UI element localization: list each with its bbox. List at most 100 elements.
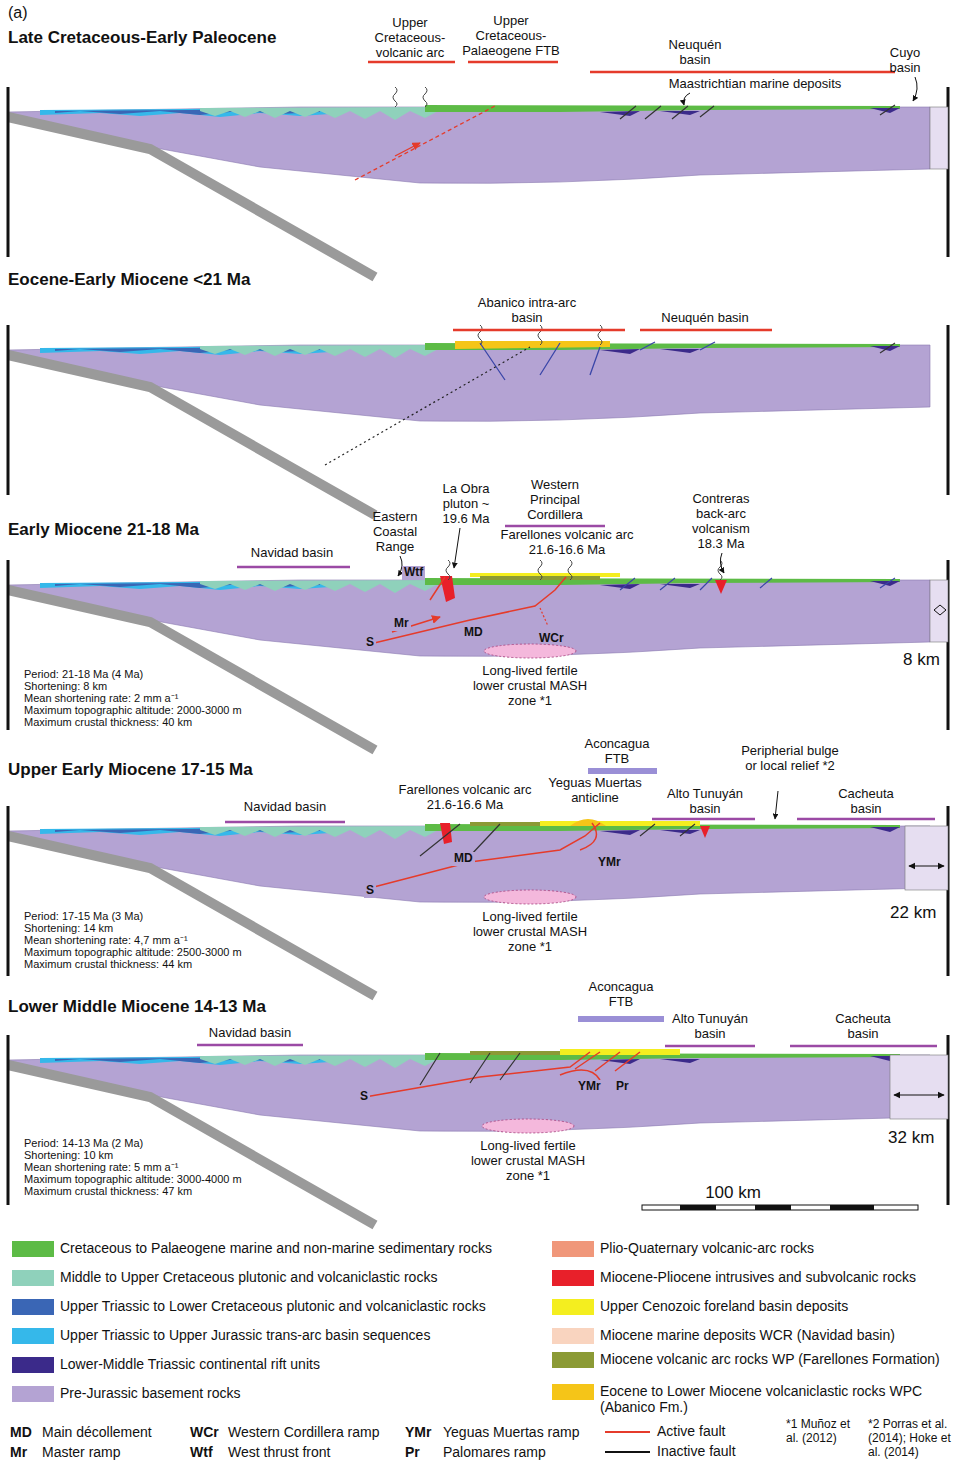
label-text: Early Miocene 21-18 Ma [8, 520, 199, 540]
legend-swatch [552, 1328, 594, 1344]
label-text: Maastrichtian marine deposits [655, 77, 855, 92]
label-text: WCr [190, 1424, 219, 1440]
label-text: Cacheuta basin [823, 1012, 903, 1042]
mash-zone: Long-lived fertile lower crustal MASH zo… [460, 642, 600, 709]
mash-ellipse-shape [482, 1119, 574, 1133]
legend-text: Lower-Middle Triassic continental rift u… [60, 1356, 538, 1372]
label-text: Shortening: 10 km [24, 1149, 113, 1162]
legend-swatch [12, 1299, 54, 1315]
legend-swatch [12, 1328, 54, 1344]
label-text: Maximum crustal thickness: 44 km [24, 958, 192, 971]
label-text: Master ramp [42, 1444, 121, 1460]
label-text: Western Cordillera ramp [228, 1424, 379, 1440]
label-text: *2 Porras et al. (2014); Hoke et al. (20… [868, 1418, 958, 1459]
label-text: Yeguas Muertas ramp [443, 1424, 579, 1440]
label-text: MD [462, 626, 485, 640]
legend-swatch [552, 1352, 594, 1368]
legend-swatch [552, 1270, 594, 1286]
legend-text: Miocene marine deposits WCR (Navidad bas… [600, 1327, 955, 1343]
label-text: S [364, 884, 376, 898]
label-text: Neuquén basin [640, 311, 770, 326]
label-text: Upper Early Miocene 17-15 Ma [8, 760, 253, 780]
label-text: MD [10, 1424, 32, 1440]
label-text: *1 Muñoz et al. (2012) [786, 1418, 864, 1446]
label-text: Period: 17-15 Ma (3 Ma) [24, 910, 143, 923]
label-text: 100 km [683, 1183, 783, 1203]
label-text: Abanico intra-arc basin [475, 296, 580, 326]
legend-text: Pre-Jurassic basement rocks [60, 1385, 538, 1401]
label-text: MD [452, 852, 475, 866]
legend-text: Upper Cenozoic foreland basin deposits [600, 1298, 955, 1314]
label-text: Navidad basin [225, 800, 345, 815]
label-text: 8 km [903, 650, 940, 670]
label-text: Upper Cretaceous- volcanic arc [365, 16, 455, 61]
legend-swatch [12, 1270, 54, 1286]
legend-text: Plio-Quaternary volcanic-arc rocks [600, 1240, 955, 1256]
label-text: Mr [392, 617, 411, 631]
label-text: Cacheuta basin [826, 787, 906, 817]
legend-text: Inactive fault [657, 1443, 736, 1459]
label-text: Main décollement [42, 1424, 152, 1440]
label-text: Mr [10, 1444, 27, 1460]
label-text: Eocene-Early Miocene <21 Ma [8, 270, 250, 290]
legend-text: Eocene to Lower Miocene volcaniclastic r… [600, 1383, 955, 1415]
legend-swatch [12, 1241, 54, 1257]
legend-swatch [552, 1384, 594, 1400]
label-text: Wtf [190, 1444, 213, 1460]
label-text: Navidad basin [232, 546, 352, 561]
mash-label: Long-lived fertile lower crustal MASH zo… [470, 910, 590, 955]
label-text: Aconcagua FTB [577, 737, 657, 767]
label-text: (a) [8, 4, 28, 22]
mash-ellipse-shape [484, 890, 576, 904]
label-text: YMr [596, 856, 623, 870]
legend-text: Active fault [657, 1423, 725, 1439]
label-text: 22 km [890, 903, 936, 923]
section-late-cretaceous [8, 62, 948, 277]
label-text: Contreras back-arc volcanism 18.3 Ma [681, 492, 761, 552]
label-text: Upper Cretaceous- Palaeogene FTB [461, 14, 561, 59]
label-text: 32 km [888, 1128, 934, 1148]
label-text: Period: 21-18 Ma (4 Ma) [24, 668, 143, 681]
legend-text: Miocene-Pliocene intrusives and subvolca… [600, 1269, 955, 1285]
label-text: YMr [405, 1424, 431, 1440]
label-text: Late Cretaceous-Early Paleocene [8, 28, 276, 48]
label-text: Mean shortening rate: 4,7 mm a⁻¹ [24, 934, 188, 947]
legend-swatch [12, 1357, 54, 1373]
section-early-miocene [8, 526, 948, 750]
label-text: Navidad basin [190, 1026, 310, 1041]
mash-label: Long-lived fertile lower crustal MASH zo… [470, 664, 590, 709]
label-text: Maximum topographic altitude: 2500-3000 … [24, 946, 242, 959]
label-text: Farellones volcanic arc 21.6-16.6 Ma [485, 528, 650, 558]
label-text: Neuquén basin [665, 38, 725, 68]
label-text: Lower Middle Miocene 14-13 Ma [8, 997, 266, 1017]
label-text: Peripherial bulge or local relief *2 [740, 744, 840, 774]
label-text: Palomares ramp [443, 1444, 546, 1460]
label-text: La Obra pluton ~ 19.6 Ma [431, 482, 501, 527]
legend-swatch [552, 1241, 594, 1257]
label-text: West thrust front [228, 1444, 330, 1460]
mash-ellipse-shape [484, 644, 576, 658]
scale-bar [642, 1205, 918, 1210]
label-text: Pr [405, 1444, 420, 1460]
active-fault-sample [605, 1431, 650, 1433]
label-text: Yeguas Muertas anticline [543, 776, 648, 806]
label-text: S [364, 636, 376, 650]
mash-ellipse [460, 888, 600, 906]
mash-zone: Long-lived fertile lower crustal MASH zo… [460, 888, 600, 955]
label-text: Aconcagua FTB [581, 980, 661, 1010]
label-text: YMr [576, 1080, 603, 1094]
mash-label: Long-lived fertile lower crustal MASH zo… [468, 1139, 588, 1184]
section-upper-early-miocene [8, 771, 948, 996]
label-text: Farellones volcanic arc 21.6-16.6 Ma [383, 783, 548, 813]
label-text: Maximum crustal thickness: 47 km [24, 1185, 192, 1198]
label-text: Mean shortening rate: 2 mm a⁻¹ [24, 692, 178, 705]
legend-text: Upper Triassic to Upper Jurassic trans-a… [60, 1327, 538, 1343]
label-text: Period: 14-13 Ma (2 Ma) [24, 1137, 143, 1150]
label-text: Pr [614, 1080, 631, 1094]
legend-text: Middle to Upper Cretaceous plutonic and … [60, 1269, 538, 1285]
label-text: Shortening: 14 km [24, 922, 113, 935]
legend-text: Upper Triassic to Lower Cretaceous pluto… [60, 1298, 538, 1314]
label-text: S [358, 1090, 370, 1104]
label-text: Maximum topographic altitude: 2000-3000 … [24, 704, 242, 717]
